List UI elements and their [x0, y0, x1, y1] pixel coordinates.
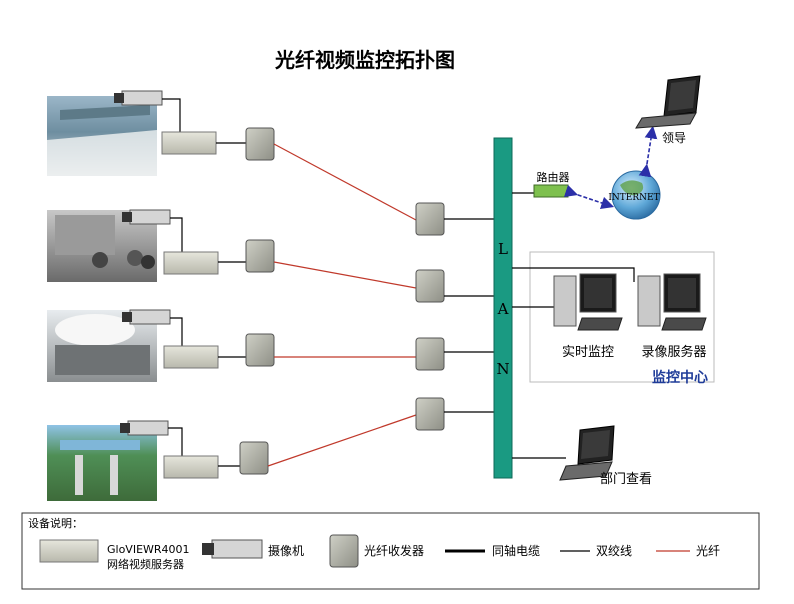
fiber-transceiver-icon [415, 202, 445, 236]
legend-server-model: GloVIEWR4001 [107, 543, 190, 556]
video-server-icon [161, 131, 217, 155]
legend-transceiver: 光纤收发器 [364, 543, 424, 558]
legend-frame [21, 512, 760, 590]
dept-label: 部门查看 [600, 471, 652, 487]
leader-label: 领导 [662, 131, 686, 145]
legend-coax: 同轴电缆 [492, 543, 540, 558]
lan-letter-a: A [497, 300, 509, 318]
fiber-transceiver-icon [239, 441, 269, 475]
video-server-icon [163, 251, 219, 275]
fiber-transceiver-icon [415, 269, 445, 303]
fiber-transceiver-icon [415, 337, 445, 371]
legend-twisted: 双绞线 [596, 543, 632, 558]
router-group: 路由器 INTERNET [512, 125, 661, 220]
fiber-transceiver-icon [245, 239, 275, 273]
central-transceivers [415, 202, 494, 431]
department-laptop: 部门查看 [512, 425, 652, 487]
video-server-icon [39, 539, 99, 563]
fiber-transceiver-icon [329, 534, 359, 568]
lan-bus [493, 137, 513, 479]
video-server-icon [163, 455, 219, 479]
leader-laptop: 领导 [635, 75, 701, 145]
fiber-transceiver-icon [245, 127, 275, 161]
pc-tower-icon [553, 275, 577, 327]
site-4 [47, 420, 269, 501]
center-frame [529, 251, 715, 383]
legend-camera: 摄像机 [268, 543, 304, 558]
realtime-label: 实时监控 [562, 345, 614, 360]
lan-letter-l: L [498, 240, 508, 258]
pc-tower-icon [637, 275, 661, 327]
fiber-links [267, 143, 417, 467]
lan-letter-n: N [496, 360, 509, 378]
camera-icon [121, 90, 163, 106]
camera-icon [129, 209, 171, 225]
legend-header: 设备说明： [28, 516, 83, 530]
legend: 设备说明： GloVIEWR4001 网络视频服务器 摄像机 光纤收发器 同轴电… [21, 512, 760, 590]
router-icon [533, 184, 569, 198]
scene-image-hydro [47, 425, 157, 501]
camera-icon [129, 309, 171, 325]
router-label: 路由器 [537, 170, 570, 184]
site-2 [47, 209, 275, 282]
camera-icon [127, 420, 169, 436]
page-title: 光纤视频监控拓扑图 [274, 48, 455, 72]
legend-server-name: 网络视频服务器 [107, 557, 184, 571]
camera-icon [211, 539, 263, 559]
fiber-transceiver-icon [245, 333, 275, 367]
site-1 [47, 90, 275, 176]
monitoring-center: 实时监控 录像服务器 监控中心 [512, 251, 715, 386]
legend-fiber: 光纤 [696, 544, 720, 558]
internet-label: INTERNET [608, 193, 659, 203]
fiber-transceiver-icon [415, 397, 445, 431]
video-server-icon [163, 345, 219, 369]
recorder-label: 录像服务器 [641, 344, 706, 360]
site-3 [47, 309, 275, 382]
center-label: 监控中心 [652, 369, 708, 386]
